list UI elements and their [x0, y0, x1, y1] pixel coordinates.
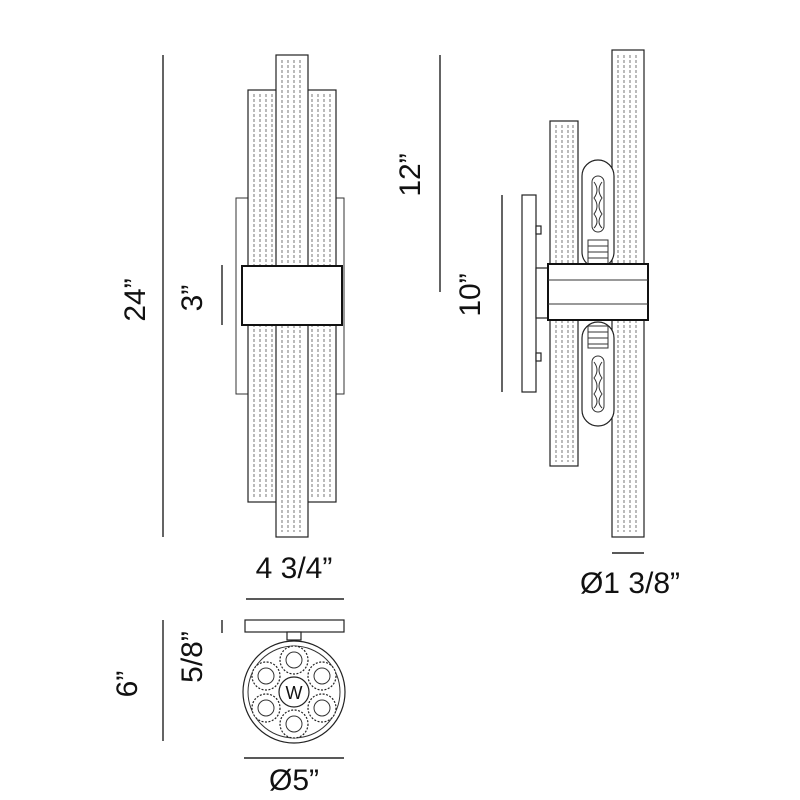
front-view: 24” 3” 4: [119, 54, 345, 600]
label-width: 4 3/4”: [256, 552, 333, 585]
label-side-tall: 12”: [394, 153, 427, 196]
side-view: 12” 10”: [394, 49, 680, 600]
bottom-center-marker: [278, 676, 310, 708]
side-bulb-top: [581, 159, 615, 269]
bottom-tube-rings: [251, 645, 337, 739]
side-bulb-bottom: [581, 321, 615, 427]
label-base-diameter: Ø5”: [269, 764, 319, 797]
bottom-view: 6” 5/8” W Ø5”: [111, 619, 346, 797]
side-center-band: [547, 263, 649, 321]
label-tube-diameter: Ø1 3/8”: [580, 567, 680, 600]
side-wall-plate: [521, 194, 537, 393]
bottom-canopy-plate: [244, 619, 345, 633]
label-overall-height: 24”: [119, 278, 152, 321]
label-bottom-marker: W: [286, 683, 303, 703]
label-side-short: 10”: [454, 273, 487, 316]
label-depth: 6”: [111, 671, 144, 698]
label-band-height: 3”: [176, 285, 209, 312]
front-center-band: [241, 265, 343, 326]
label-canopy-thickness: 5/8”: [176, 631, 209, 683]
